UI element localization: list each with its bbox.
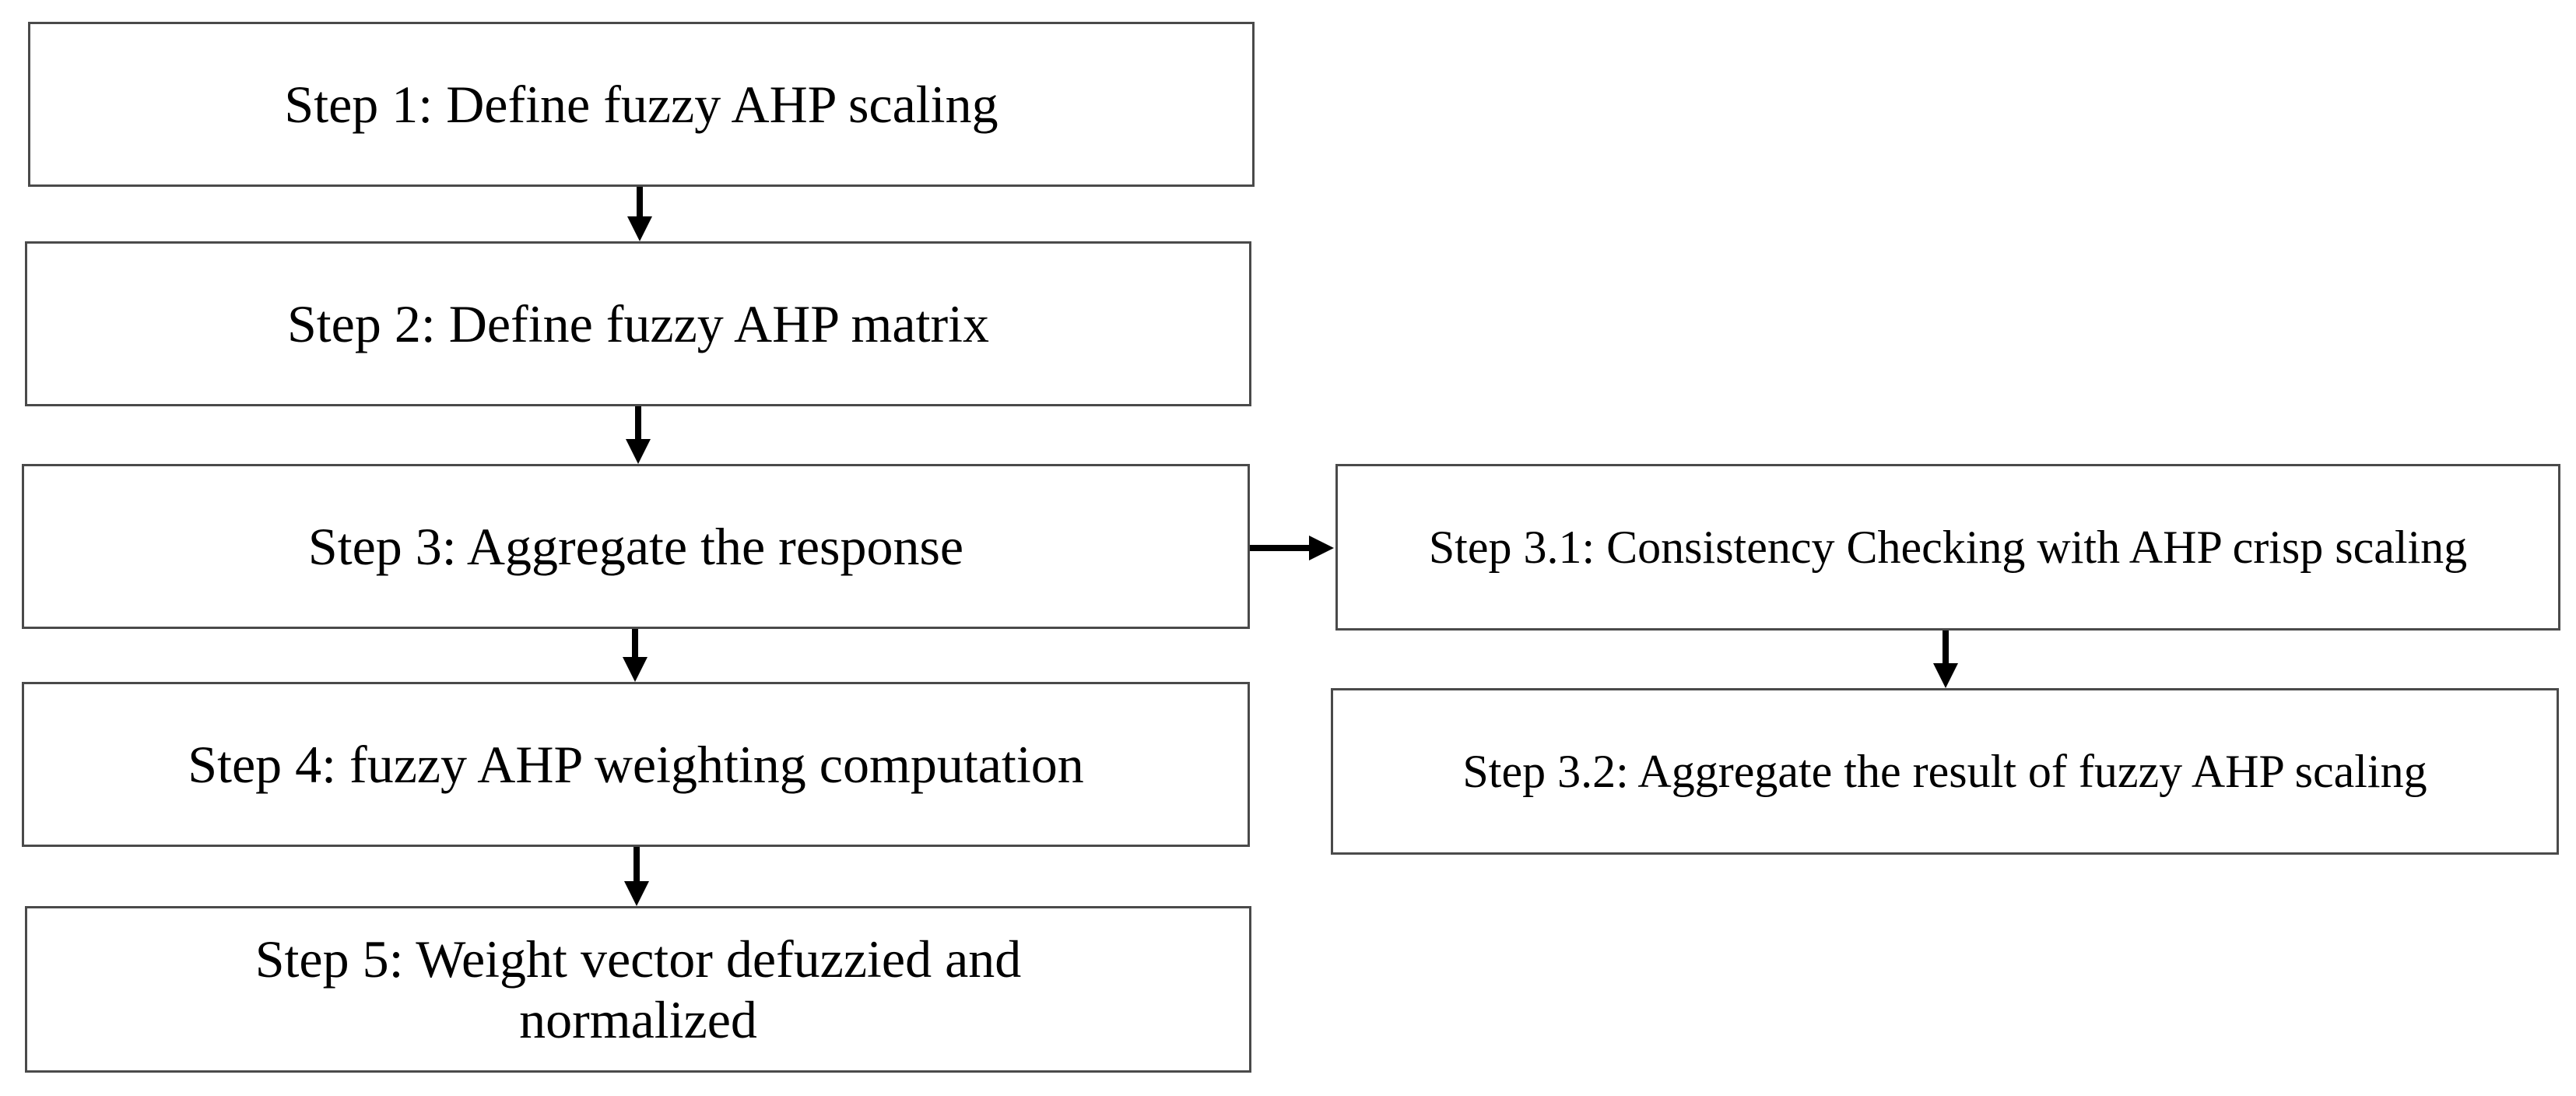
step-1-label: Step 1: Define fuzzy AHP scaling	[284, 74, 998, 134]
step-2-label: Step 2: Define fuzzy AHP matrix	[286, 293, 990, 353]
step-1-box: Step 1: Define fuzzy AHP scaling	[28, 22, 1255, 187]
step-3-1-box: Step 3.1: Consistency Checking with AHP …	[1335, 464, 2560, 631]
step-5-box: Step 5: Weight vector defuzzied and norm…	[25, 906, 1251, 1073]
step-3-label: Step 3: Aggregate the response	[307, 516, 964, 576]
step-2-box: Step 2: Define fuzzy AHP matrix	[25, 241, 1251, 406]
step-4-box: Step 4: fuzzy AHP weighting computation	[22, 682, 1250, 847]
step-3-1-label: Step 3.1: Consistency Checking with AHP …	[1428, 521, 2468, 573]
step-5-label: Step 5: Weight vector defuzzied and norm…	[254, 929, 1022, 1049]
step-3-2-box: Step 3.2: Aggregate the result of fuzzy …	[1331, 688, 2559, 855]
step-4-label: Step 4: fuzzy AHP weighting computation	[188, 734, 1084, 794]
step-3-2-label: Step 3.2: Aggregate the result of fuzzy …	[1462, 745, 2427, 797]
step-3-box: Step 3: Aggregate the response	[22, 464, 1250, 629]
